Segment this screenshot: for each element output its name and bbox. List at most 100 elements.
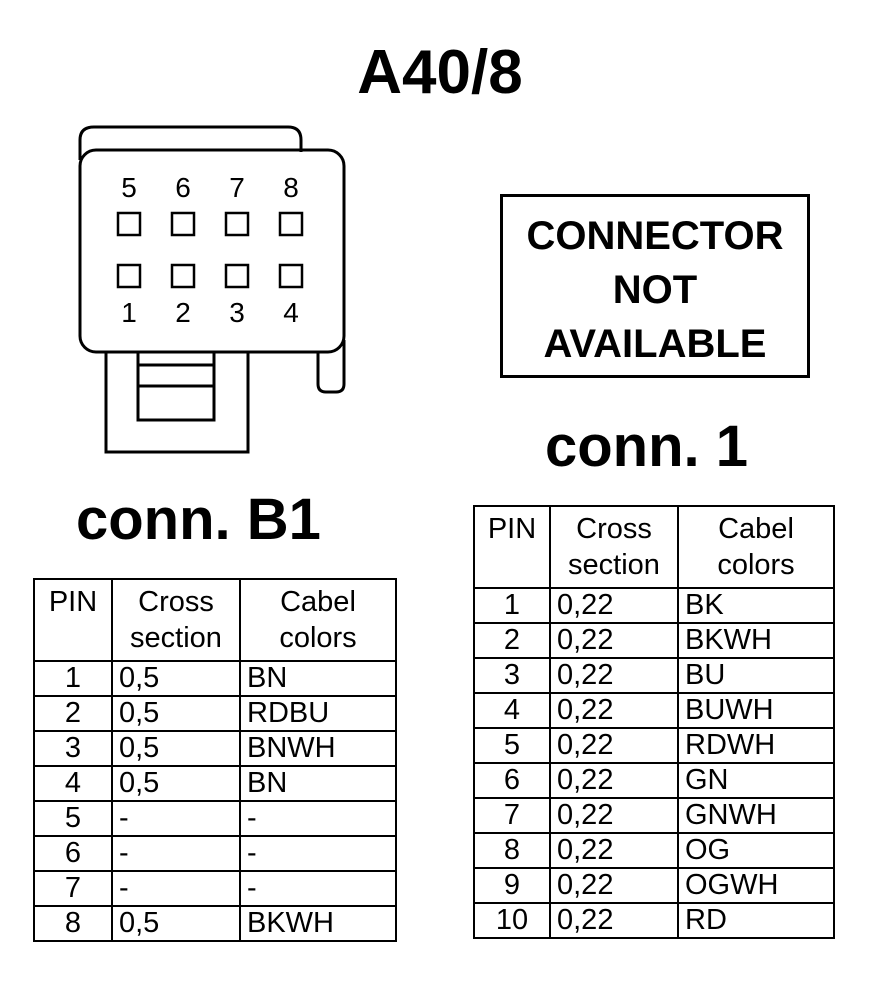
cable-color-cell: -	[239, 800, 397, 837]
cable-color-cell: BN	[239, 660, 397, 697]
cable-color-cell: GNWH	[677, 797, 835, 834]
cable-color-cell: BU	[677, 657, 835, 694]
pin-cell: 2	[473, 622, 551, 659]
pin-cell: 3	[473, 657, 551, 694]
cross-section-cell: 0,5	[111, 730, 241, 767]
cable-color-cell: GN	[677, 762, 835, 799]
pin-number-label: 3	[229, 297, 245, 328]
pin-cell: 8	[473, 832, 551, 869]
table-row: 5--	[33, 800, 397, 837]
connector-latch	[316, 340, 346, 394]
table-row: 6--	[33, 835, 397, 872]
cable-color-cell: BK	[677, 587, 835, 624]
cable-color-cell: BN	[239, 765, 397, 802]
pin-cell: 3	[33, 730, 113, 767]
pin-cell: 10	[473, 902, 551, 939]
pin-socket-bottom	[170, 263, 196, 289]
page-title: A40/8	[357, 38, 523, 107]
cable-color-cell: BUWH	[677, 692, 835, 729]
pin-number-label: 4	[283, 297, 299, 328]
cable-color-cell: BNWH	[239, 730, 397, 767]
cross-section-cell: 0,5	[111, 660, 241, 697]
cable-color-cell: BKWH	[677, 622, 835, 659]
pin-socket-bottom	[224, 263, 250, 289]
pin-socket-top	[224, 211, 250, 237]
cross-section-cell: 0,22	[549, 832, 679, 869]
pin-socket-top	[170, 211, 196, 237]
cable-color-cell: OG	[677, 832, 835, 869]
pin-cell: 4	[33, 765, 113, 802]
pin-number-label: 1	[121, 297, 137, 328]
cable-color-cell: RDBU	[239, 695, 397, 732]
pin-number-label: 6	[175, 172, 191, 203]
cross-section-cell: 0,22	[549, 657, 679, 694]
cross-section-cell: 0,5	[111, 695, 241, 732]
cross-section-cell: -	[111, 800, 241, 837]
connector-plug	[104, 350, 250, 454]
cross-section-cell: 0,22	[549, 727, 679, 764]
pin-number-label: 8	[283, 172, 299, 203]
table-row: 7--	[33, 870, 397, 907]
cable-color-cell: RD	[677, 902, 835, 939]
conn-1-label: conn. 1	[545, 414, 749, 479]
cross-section-cell: -	[111, 835, 241, 872]
pin-socket-bottom	[116, 263, 142, 289]
pin-cell: 6	[33, 835, 113, 872]
cross-section-cell: 0,22	[549, 587, 679, 624]
cross-section-cell: -	[111, 870, 241, 907]
connector-back-shell	[78, 125, 303, 152]
cable-color-cell: RDWH	[677, 727, 835, 764]
pin-cell: 8	[33, 905, 113, 942]
pin-cell: 2	[33, 695, 113, 732]
pin-cell: 6	[473, 762, 551, 799]
cross-section-cell: 0,5	[111, 905, 241, 942]
cable-color-cell: OGWH	[677, 867, 835, 904]
pin-cell: 7	[473, 797, 551, 834]
cross-section-cell: 0,22	[549, 797, 679, 834]
cross-section-cell: 0,22	[549, 867, 679, 904]
pin-cell: 1	[33, 660, 113, 697]
connector-plug-inner	[136, 352, 216, 422]
pin-socket-bottom	[278, 263, 304, 289]
pin-socket-top	[116, 211, 142, 237]
cross-section-cell: 0,22	[549, 622, 679, 659]
connector-not-available-box: CONNECTOR NOT AVAILABLE	[500, 194, 810, 378]
conn-b1-label: conn. B1	[76, 487, 321, 552]
pin-socket-top	[278, 211, 304, 237]
cross-section-cell: 0,5	[111, 765, 241, 802]
pin-number-label: 5	[121, 172, 137, 203]
na-line: AVAILABLE	[543, 322, 767, 366]
connector-face	[78, 148, 346, 354]
pin-cell: 9	[473, 867, 551, 904]
header-pin: PIN	[473, 505, 551, 589]
cross-section-cell: 0,22	[549, 692, 679, 729]
cross-section-cell: 0,22	[549, 762, 679, 799]
cross-section-cell: 0,22	[549, 902, 679, 939]
cable-color-cell: -	[239, 870, 397, 907]
pin-number-label: 7	[229, 172, 245, 203]
na-line: NOT	[612, 268, 698, 312]
pin-cell: 5	[33, 800, 113, 837]
